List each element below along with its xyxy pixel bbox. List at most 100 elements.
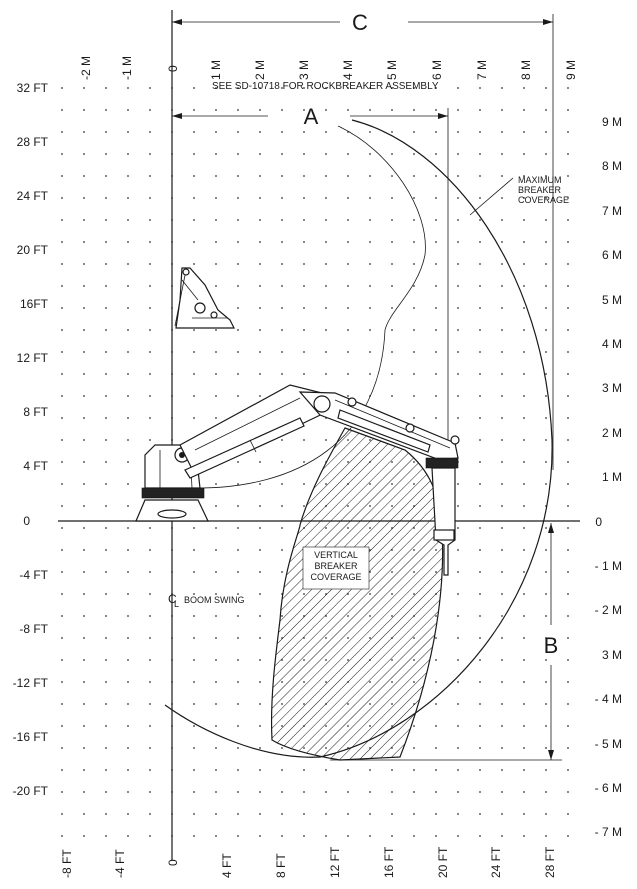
- grid-dot: [105, 153, 107, 155]
- grid-dot: [457, 153, 459, 155]
- right-axis-label: 2 M: [602, 426, 622, 440]
- grid-dot: [215, 505, 217, 507]
- grid-dot: [545, 329, 547, 331]
- grid-dot: [501, 747, 503, 749]
- grid-dot: [149, 109, 151, 111]
- grid-dot: [149, 131, 151, 133]
- grid-dot: [215, 791, 217, 793]
- grid-dot: [193, 791, 195, 793]
- grid-dot: [127, 637, 129, 639]
- grid-dot: [281, 285, 283, 287]
- grid-dot: [391, 373, 393, 375]
- right-axis-label: 6 M: [602, 248, 622, 262]
- grid-dot: [127, 725, 129, 727]
- grid-dot: [501, 329, 503, 331]
- right-axis-label: - 1 M: [595, 559, 622, 573]
- grid-dot: [567, 813, 569, 815]
- grid-dot: [127, 527, 129, 529]
- left-axis-label: 12 FT: [17, 351, 49, 365]
- grid-dot: [413, 263, 415, 265]
- grid-dot: [479, 395, 481, 397]
- grid-dot: [545, 241, 547, 243]
- grid-dot: [545, 131, 547, 133]
- grid-dot: [501, 725, 503, 727]
- grid-dot: [457, 417, 459, 419]
- rockbreaker-machine: [135, 384, 460, 576]
- grid-dot: [83, 791, 85, 793]
- grid-dot: [413, 417, 415, 419]
- grid-dot: [149, 791, 151, 793]
- left-axis-label: -8 FT: [19, 622, 48, 636]
- right-axis-label: 0: [595, 515, 602, 529]
- grid-dot: [237, 703, 239, 705]
- right-axis-label: 7 M: [602, 204, 622, 218]
- grid-dot: [61, 153, 63, 155]
- top-axis-label: 5 M: [385, 60, 399, 80]
- grid-dot: [215, 703, 217, 705]
- grid-dot: [325, 791, 327, 793]
- grid-dot: [523, 791, 525, 793]
- grid-dot: [391, 285, 393, 287]
- grid-dot: [193, 175, 195, 177]
- grid-dot: [457, 241, 459, 243]
- grid-dot: [105, 791, 107, 793]
- grid-dot: [259, 197, 261, 199]
- grid-dot: [501, 131, 503, 133]
- grid-dot: [149, 373, 151, 375]
- grid-dot: [567, 307, 569, 309]
- grid-dot: [215, 351, 217, 353]
- grid-dot: [501, 175, 503, 177]
- grid-dot: [479, 813, 481, 815]
- grid-dot: [281, 87, 283, 89]
- grid-dot: [479, 153, 481, 155]
- grid-dot: [281, 505, 283, 507]
- grid-dot: [83, 637, 85, 639]
- boom-swing-note: C L BOOM SWING: [168, 592, 245, 609]
- grid-dot: [435, 791, 437, 793]
- left-axis-label: 28 FT: [17, 135, 49, 149]
- grid-dot: [501, 483, 503, 485]
- grid-dot: [61, 659, 63, 661]
- grid-dot: [523, 87, 525, 89]
- grid-dot: [281, 527, 283, 529]
- grid-dot: [127, 197, 129, 199]
- grid-dot: [215, 549, 217, 551]
- grid-dot: [303, 263, 305, 265]
- grid-dot: [435, 659, 437, 661]
- grid-dot: [501, 571, 503, 573]
- grid-dot: [545, 87, 547, 89]
- grid-dot: [391, 87, 393, 89]
- grid-dot: [479, 659, 481, 661]
- grid-dot: [545, 593, 547, 595]
- grid-dot: [105, 307, 107, 309]
- grid-dot: [567, 769, 569, 771]
- grid-dot: [61, 329, 63, 331]
- grid-dot: [347, 219, 349, 221]
- grid-dot: [215, 87, 217, 89]
- right-axis-label: 8 M: [602, 159, 622, 173]
- grid-dot: [303, 241, 305, 243]
- grid-dot: [237, 483, 239, 485]
- grid-dot: [303, 373, 305, 375]
- grid-dot: [105, 747, 107, 749]
- left-axis-label: 8 FT: [23, 405, 48, 419]
- grid-dot: [127, 769, 129, 771]
- grid-dot: [567, 197, 569, 199]
- grid-dot: [303, 483, 305, 485]
- grid-dot: [413, 791, 415, 793]
- centerline-symbol-sub: L: [174, 599, 179, 609]
- grid-dot: [83, 483, 85, 485]
- grid-dot: [215, 615, 217, 617]
- grid-dot: [193, 593, 195, 595]
- grid-dot: [149, 219, 151, 221]
- grid-dot: [567, 263, 569, 265]
- grid-dot: [83, 219, 85, 221]
- grid-dot: [567, 659, 569, 661]
- grid-dot: [501, 615, 503, 617]
- grid-dot: [83, 703, 85, 705]
- grid-dot: [325, 153, 327, 155]
- grid-dot: [457, 835, 459, 837]
- grid-dot: [149, 263, 151, 265]
- grid-dot: [501, 263, 503, 265]
- grid-dot: [325, 351, 327, 353]
